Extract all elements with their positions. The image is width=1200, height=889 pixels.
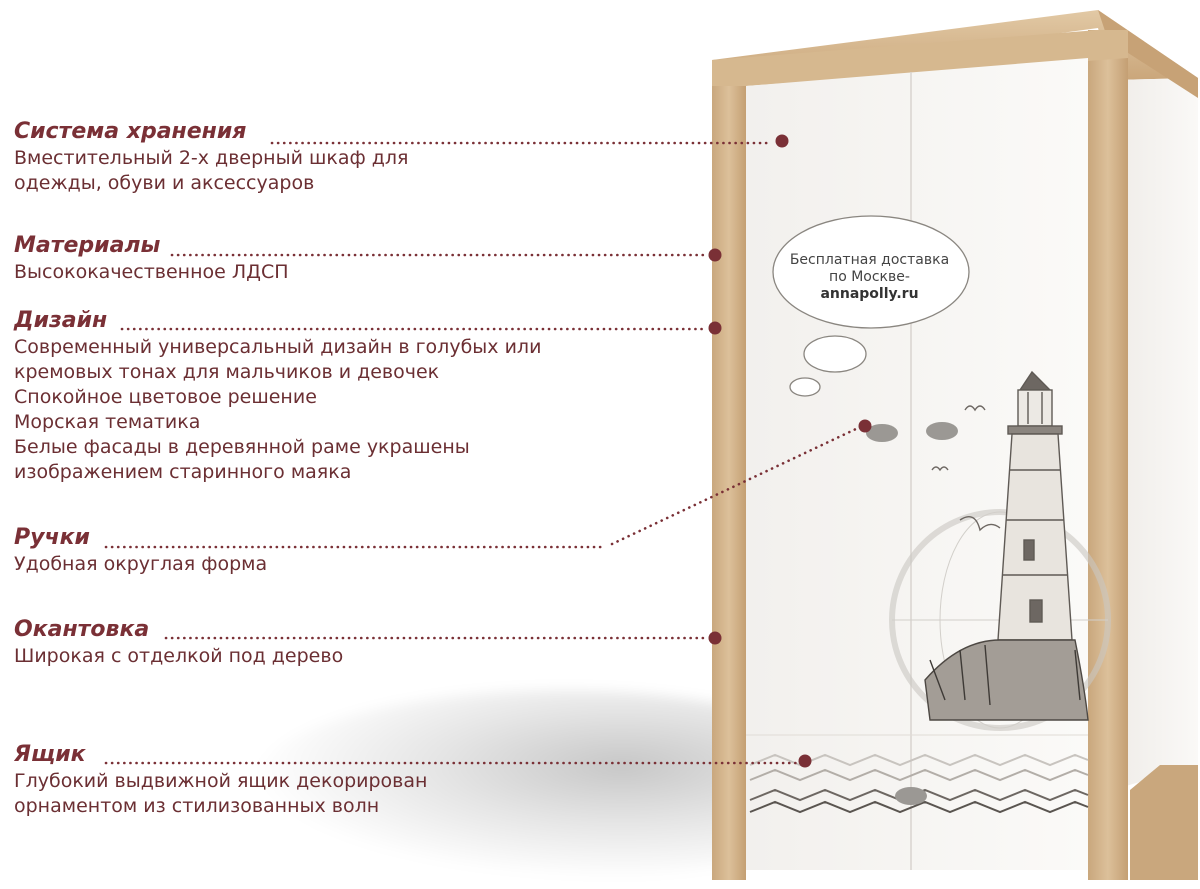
feature-desc-storage: Вместительный 2-х дверный шкаф для одежд… <box>14 147 409 194</box>
feature-title-materials: Материалы <box>14 233 161 258</box>
feature-desc-edging: Широкая с отделкой под дерево <box>14 645 344 667</box>
delivery-bubble <box>772 215 970 329</box>
bubble-dot-medium <box>803 335 867 373</box>
frame-left <box>712 60 746 880</box>
frame-right <box>1088 30 1128 880</box>
feature-drawer: Ящик Глубокий выдвижной ящик декорирован… <box>14 742 427 819</box>
door-handle-left <box>866 424 898 442</box>
feature-materials: Материалы Высококачественное ЛДСП <box>14 233 289 285</box>
delivery-line-1: Бесплатная доставка <box>789 252 950 268</box>
delivery-bubble-text: Бесплатная доставка по Москве- annapolly… <box>772 252 967 303</box>
feature-design: Дизайн Современный универсальный дизайн … <box>14 308 541 485</box>
drawer-handle <box>895 787 927 805</box>
feature-title-design: Дизайн <box>14 308 108 333</box>
frame-top <box>712 30 1128 86</box>
feature-storage: Система хранения Вместительный 2-х дверн… <box>14 119 408 196</box>
feature-desc-design: Современный универсальный дизайн в голуб… <box>14 336 542 483</box>
lighthouse-drawing <box>889 370 1111 731</box>
leader-dots <box>708 134 872 768</box>
feature-title-drawer: Ящик <box>14 742 86 767</box>
wave-ornament <box>749 753 1089 814</box>
leader-lines <box>104 141 860 765</box>
feature-title-edging: Окантовка <box>14 617 150 642</box>
feature-handles: Ручки Удобная округлая форма <box>14 525 267 577</box>
bubble-dot-small <box>789 377 821 397</box>
feature-title-storage: Система хранения <box>14 119 247 144</box>
feature-edging: Окантовка Широкая с отделкой под дерево <box>14 617 343 669</box>
feature-desc-materials: Высококачественное ЛДСП <box>14 261 289 283</box>
feature-desc-handles: Удобная округлая форма <box>14 553 268 575</box>
feature-title-handles: Ручки <box>14 525 90 550</box>
feature-desc-drawer: Глубокий выдвижной ящик декорирован орна… <box>14 770 428 817</box>
brand-link[interactable]: annapolly.ru <box>820 286 919 302</box>
cabinet-side <box>1112 78 1198 790</box>
delivery-line-2: по Москве- <box>829 269 910 285</box>
door-handle-right <box>926 422 958 440</box>
